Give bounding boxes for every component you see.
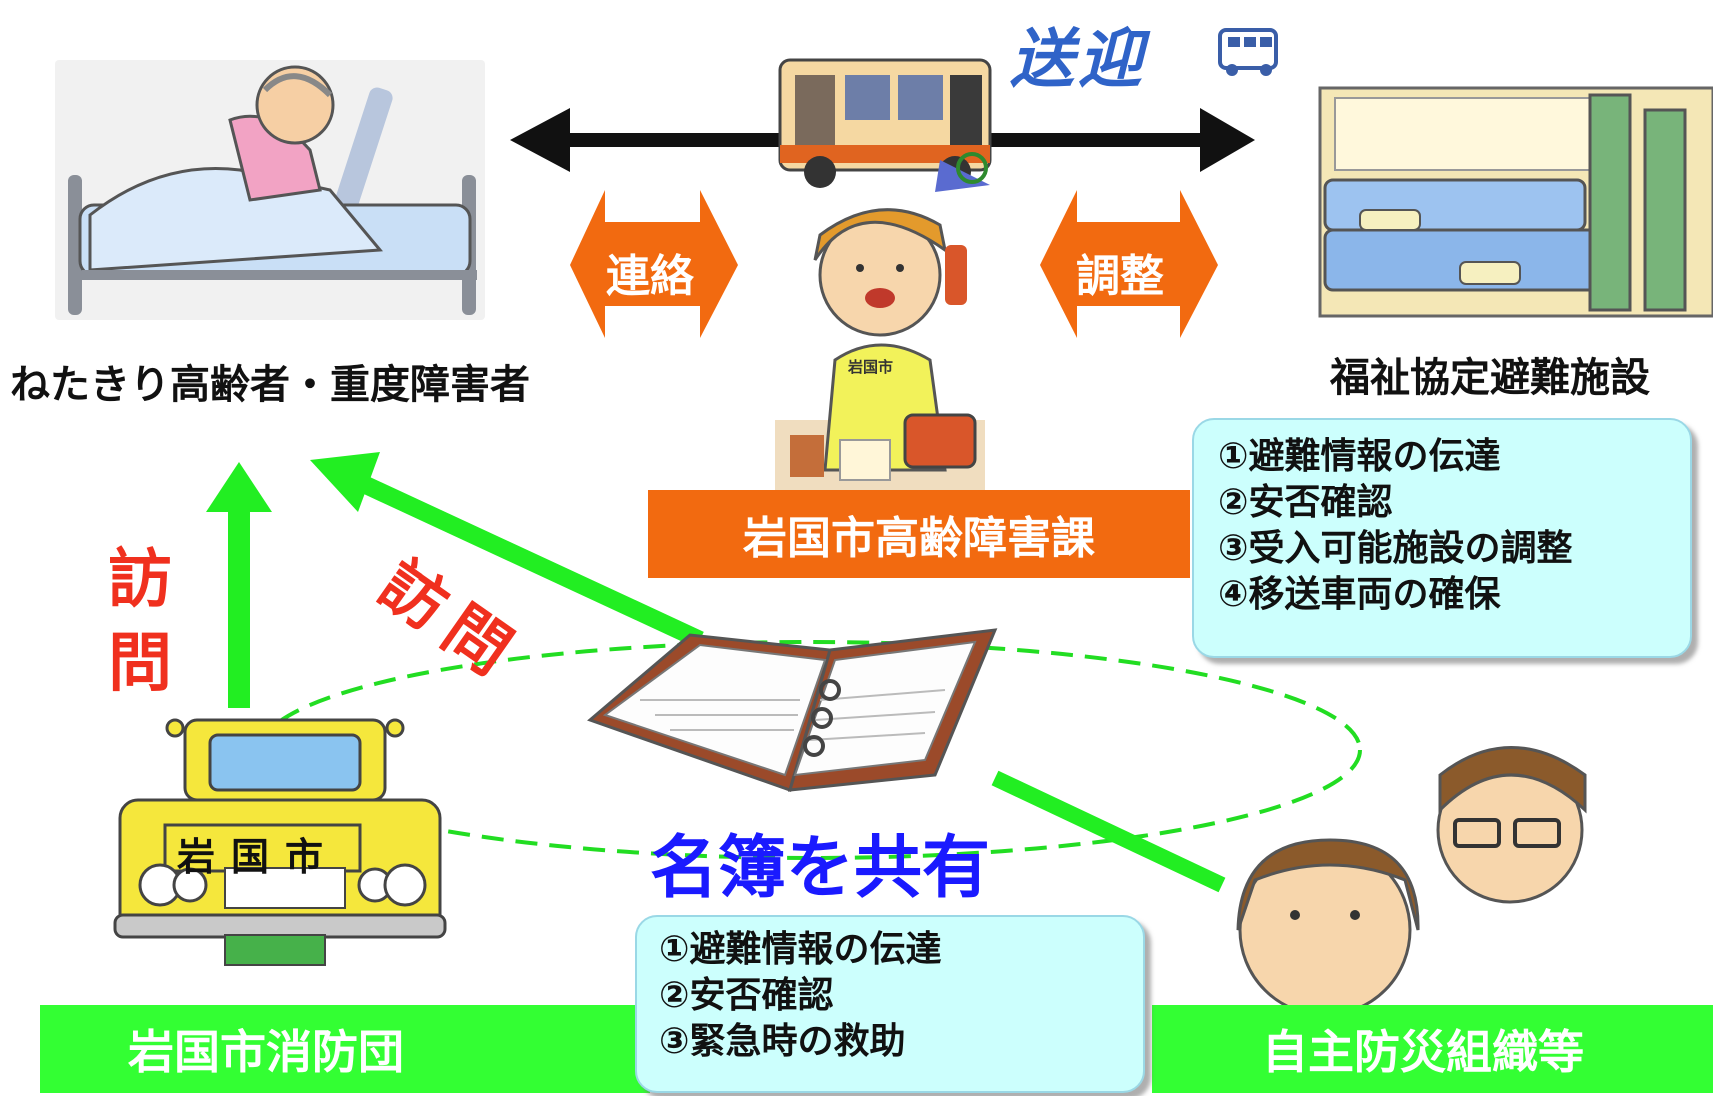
- office-tasks-box: ①避難情報の伝達 ②安否確認 ③受入可能施設の調整 ④移送車両の確保: [1192, 418, 1692, 658]
- community-members-illustration: [1236, 746, 1587, 1017]
- office-task-item: ①避難情報の伝達: [1218, 436, 1501, 477]
- disaster-org-label: 自主防災組織等: [1262, 1025, 1584, 1079]
- bedridden-label: ねたきり高齢者・重度障害者: [10, 362, 530, 408]
- office-task-item: ④移送車両の確保: [1218, 574, 1501, 616]
- city-office-label: 岩国市高齢障害課: [743, 513, 1095, 564]
- car-sign-text: 岩国市: [177, 835, 340, 879]
- roster-notebook: [587, 628, 998, 792]
- bedridden-illustration: [55, 60, 485, 320]
- office-task-item: ②安否確認: [1218, 482, 1393, 524]
- disaster-org-bar: 自主防災組織等: [1152, 1005, 1713, 1093]
- fire-brigade-label: 岩国市消防団: [128, 1025, 404, 1079]
- small-bus-icon: [1218, 28, 1278, 76]
- vest-label: 岩国市: [848, 358, 894, 376]
- fire-brigade-bar: 岩国市消防団: [40, 1005, 650, 1093]
- coordination-arrow-label: 調整: [1076, 251, 1164, 302]
- community-tasks-box: ①避難情報の伝達 ②安否確認 ③緊急時の救助: [635, 915, 1145, 1093]
- transport-arrow-left: [510, 108, 800, 172]
- shared-roster-caption: 名簿を共有: [650, 829, 991, 908]
- transport-arrow-right: [990, 108, 1255, 172]
- operator-illustration: [775, 208, 985, 490]
- shared-roster-ellipse: [258, 640, 1362, 860]
- visit-arrow-diagonal: [310, 452, 704, 649]
- community-task-item: ①避難情報の伝達: [659, 929, 942, 970]
- contact-arrow-label: 連絡: [606, 251, 694, 302]
- facility-label: 福祉協定避難施設: [1330, 355, 1650, 401]
- bus-illustration: [778, 58, 992, 192]
- visit-arrow-vertical: [206, 462, 272, 708]
- coordination-double-arrow: [1040, 190, 1218, 338]
- office-task-item: ③受入可能施設の調整: [1218, 528, 1573, 570]
- fire-brigade-car: [113, 718, 447, 966]
- org-link-line: [991, 770, 1226, 893]
- transport-banner: 送迎: [1010, 23, 1146, 97]
- visit-label-vertical-2: 問: [108, 627, 172, 701]
- visit-label-vertical-1: 訪: [108, 543, 172, 617]
- community-task-item: ②安否確認: [659, 975, 834, 1017]
- community-task-item: ③緊急時の救助: [659, 1021, 906, 1063]
- contact-double-arrow: [570, 190, 738, 338]
- city-office-box: 岩国市高齢障害課: [648, 490, 1190, 578]
- facility-illustration: [1318, 86, 1713, 318]
